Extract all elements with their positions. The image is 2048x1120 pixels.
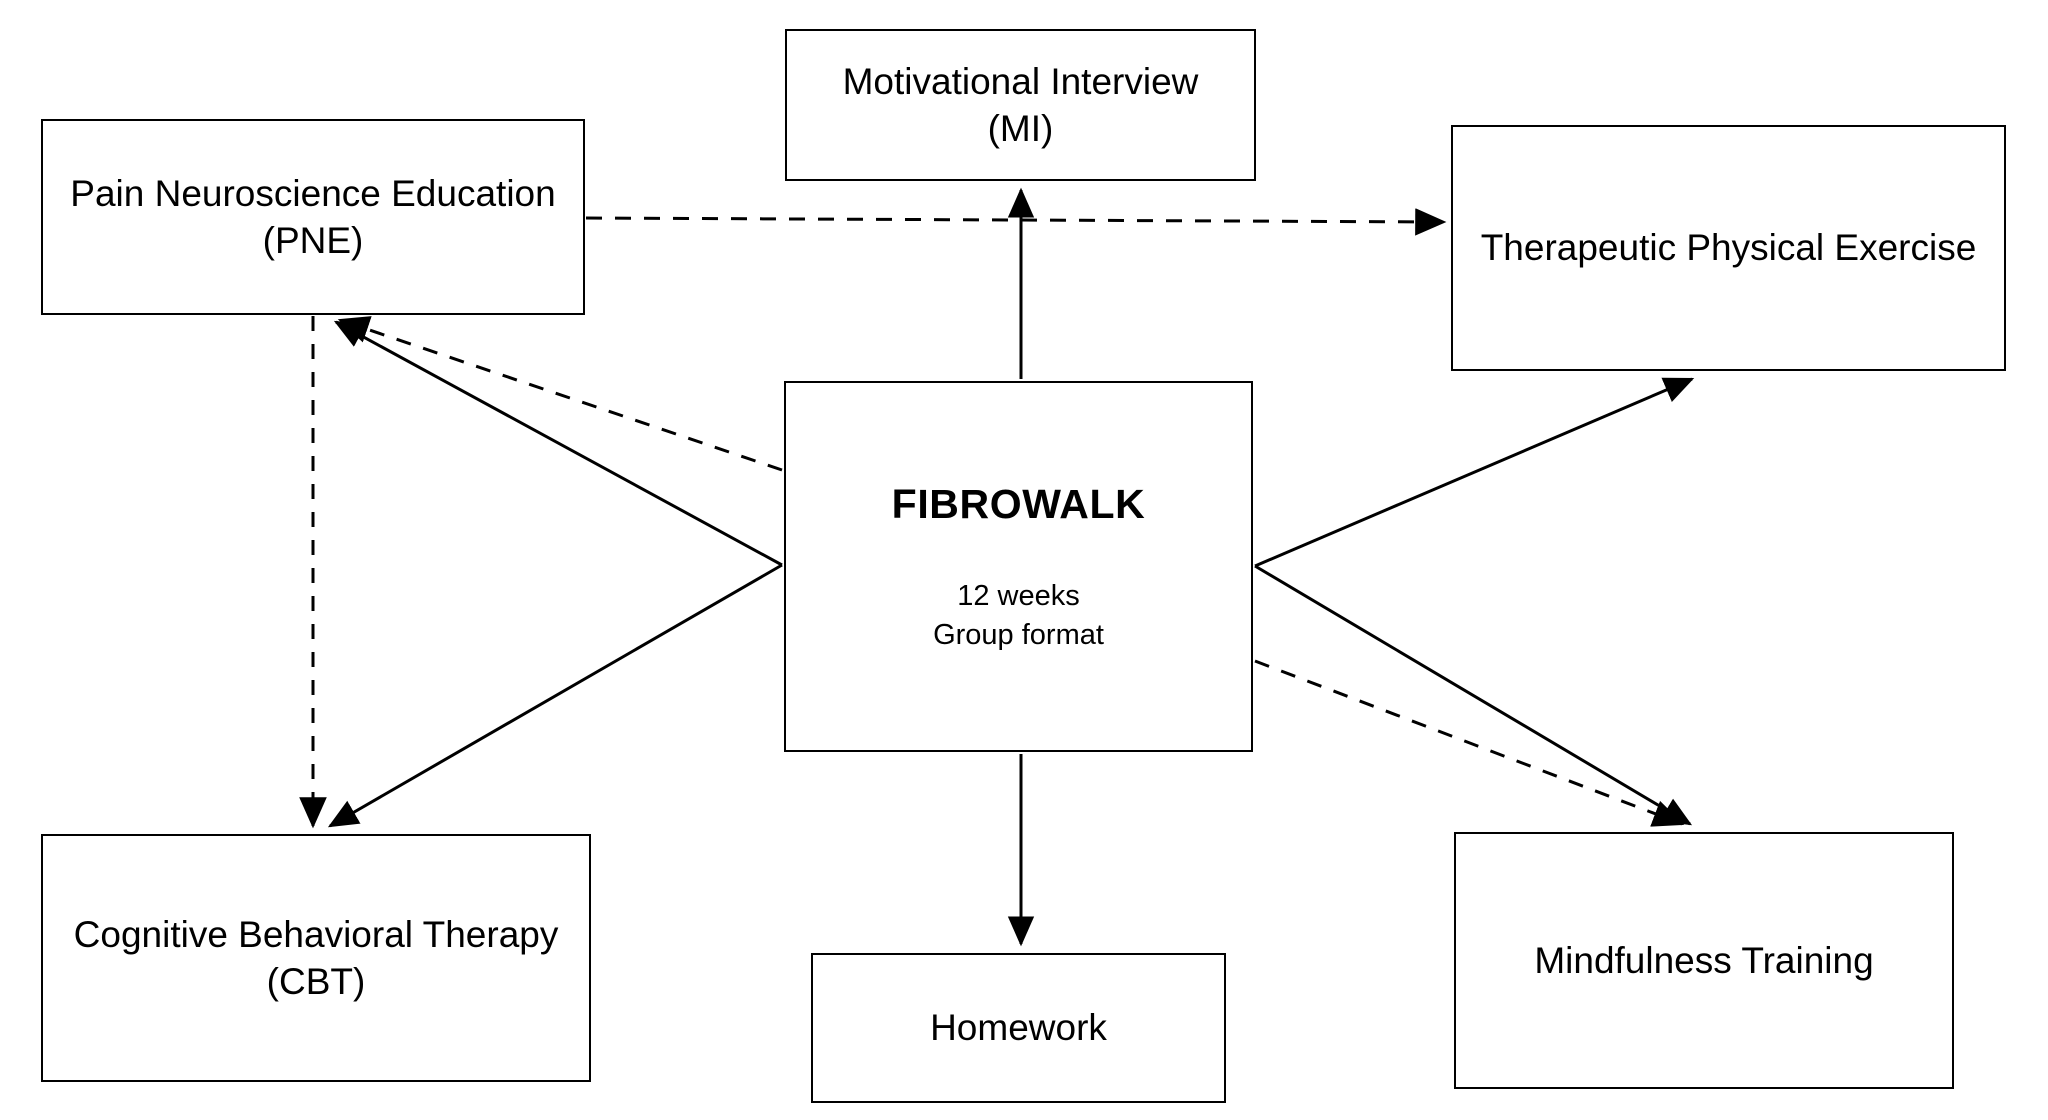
node-label: Mindfulness Training: [1534, 939, 1874, 981]
node-label: Pain Neuroscience Education (PNE): [70, 172, 556, 261]
edge-fibrowalk-to-pne-dashed: [337, 316, 783, 472]
node-homework[interactable]: Homework: [811, 953, 1226, 1103]
edge-pne-to-tpe: [585, 208, 1447, 236]
edge-fibrowalk-to-mindfulness-dashed: [1254, 659, 1685, 827]
node-label: Homework: [930, 1007, 1107, 1049]
node-fibrowalk[interactable]: FIBROWALK 12 weeks Group format: [784, 381, 1253, 752]
node-label: Cognitive Behavioral Therapy (CBT): [73, 913, 559, 1002]
fibrowalk-subtitle: 12 weeks Group format: [933, 579, 1104, 651]
node-cognitive-behavioral-therapy[interactable]: Cognitive Behavioral Therapy (CBT): [41, 834, 591, 1082]
fibrowalk-title: FIBROWALK: [891, 481, 1146, 528]
node-motivational-interview[interactable]: Motivational Interview (MI): [785, 29, 1256, 181]
node-pain-neuroscience-education[interactable]: Pain Neuroscience Education (PNE): [41, 119, 585, 315]
edge-fibrowalk-to-mindfulness: [1254, 564, 1693, 826]
edge-fibrowalk-to-tpe: [1254, 377, 1695, 568]
node-therapeutic-physical-exercise[interactable]: Therapeutic Physical Exercise: [1451, 125, 2006, 371]
node-label: Motivational Interview (MI): [842, 60, 1199, 149]
node-mindfulness-training[interactable]: Mindfulness Training: [1454, 832, 1954, 1089]
node-label: Therapeutic Physical Exercise: [1480, 227, 1977, 269]
edge-fibrowalk-to-pne: [333, 320, 783, 567]
edge-fibrowalk-to-cbt: [327, 563, 783, 828]
